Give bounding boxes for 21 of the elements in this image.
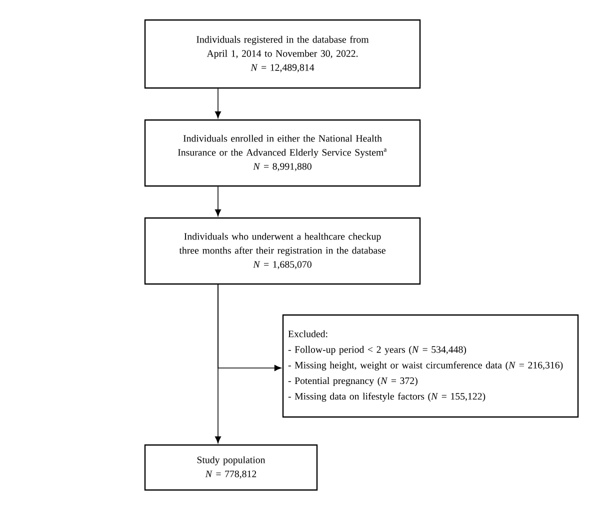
node-label: N = 8,991,880 bbox=[253, 163, 312, 172]
node-label: N = 1,685,070 bbox=[253, 261, 312, 270]
node-label: - Missing data on lifestyle factors (N = 155,122) bbox=[288, 392, 486, 402]
node-label: - Potential pregnancy (N = 372) bbox=[288, 377, 418, 386]
node-label: Individuals registered in the database from April 1, 2014 to November 30, 2022. bbox=[196, 36, 369, 59]
node-label: Individuals who underwent a healthcare checkup three months after their registration in the database bbox=[179, 232, 386, 256]
node-label: - Missing height, weight or waist circumference data (N = 216,316) bbox=[288, 361, 563, 370]
arrow bbox=[215, 88, 221, 118]
flow-box bbox=[144, 444, 318, 491]
node-label: Study population bbox=[197, 456, 266, 466]
node-label: Individuals enrolled in either the National Health Insurance or the Advanced Elderly Service System$^{a}$ bbox=[178, 134, 387, 158]
node-label: N = 12,489,814 bbox=[250, 64, 314, 72]
node-label: Excluded: bbox=[288, 330, 328, 338]
flow-box bbox=[144, 217, 421, 285]
node-label: - Follow-up period < 2 years (N = 534,448) bbox=[288, 346, 466, 355]
arrow bbox=[215, 186, 221, 216]
flow-box bbox=[282, 314, 579, 418]
node-label: N = 778,812 bbox=[205, 470, 256, 479]
arrow bbox=[215, 284, 221, 444]
flow-box bbox=[144, 119, 421, 187]
flow-box bbox=[144, 19, 421, 89]
